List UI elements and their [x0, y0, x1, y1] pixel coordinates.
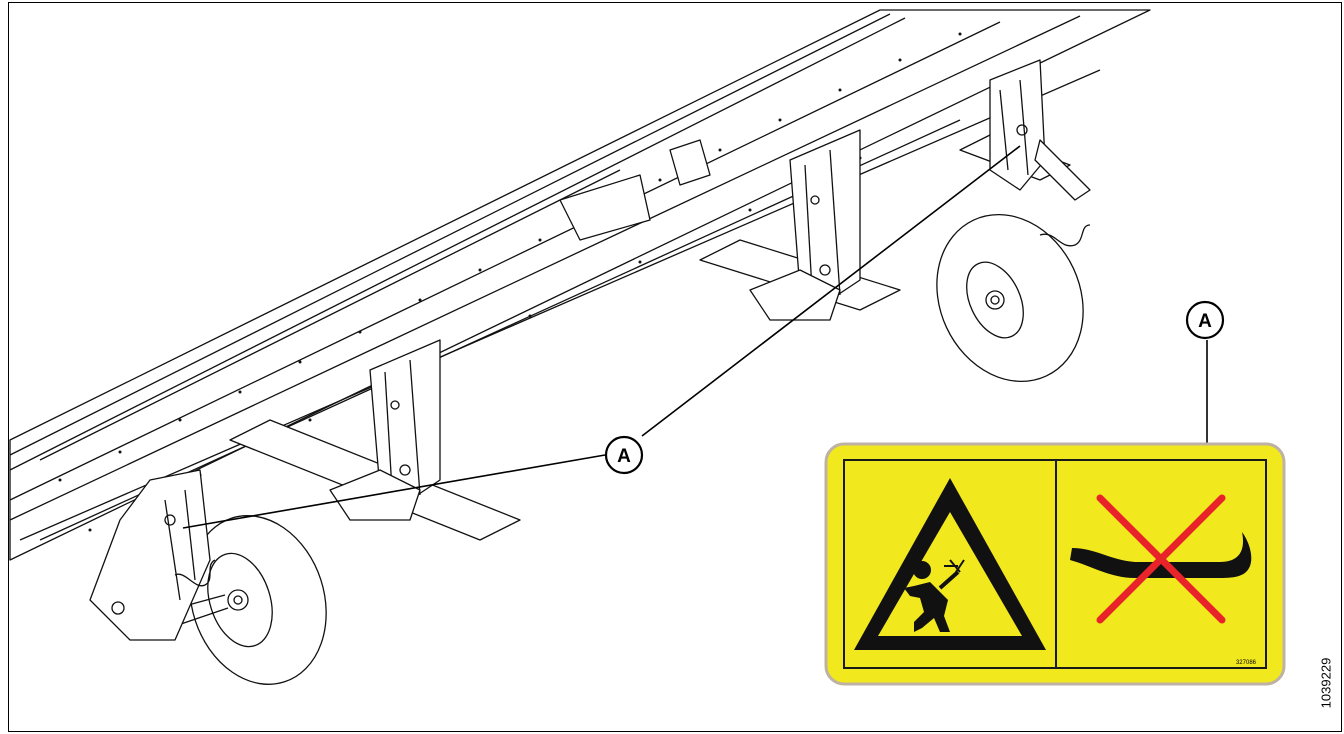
- header-frame-beam: [9, 9, 1151, 561]
- crush-hazard-triangle-icon: [854, 478, 1046, 650]
- callout-leaders: [182, 145, 1208, 529]
- figure-id: 1039229: [1312, 638, 1340, 728]
- callout-label: A: [1198, 311, 1212, 332]
- figure-frame: [8, 2, 1342, 732]
- left-wheel-assembly: [89, 469, 327, 685]
- decal-part-number: 327086: [1236, 660, 1257, 666]
- no-pry-bar-icon: [1070, 494, 1252, 624]
- beam-hangers: [329, 129, 861, 521]
- right-wheel-assembly: [936, 59, 1091, 383]
- safety-decal: 327086: [824, 442, 1286, 686]
- callout-a-decal: A: [1185, 300, 1225, 340]
- callout-label: A: [617, 446, 631, 467]
- figure-id-label: 1039229: [1318, 657, 1334, 709]
- callout-a-center: A: [604, 435, 644, 475]
